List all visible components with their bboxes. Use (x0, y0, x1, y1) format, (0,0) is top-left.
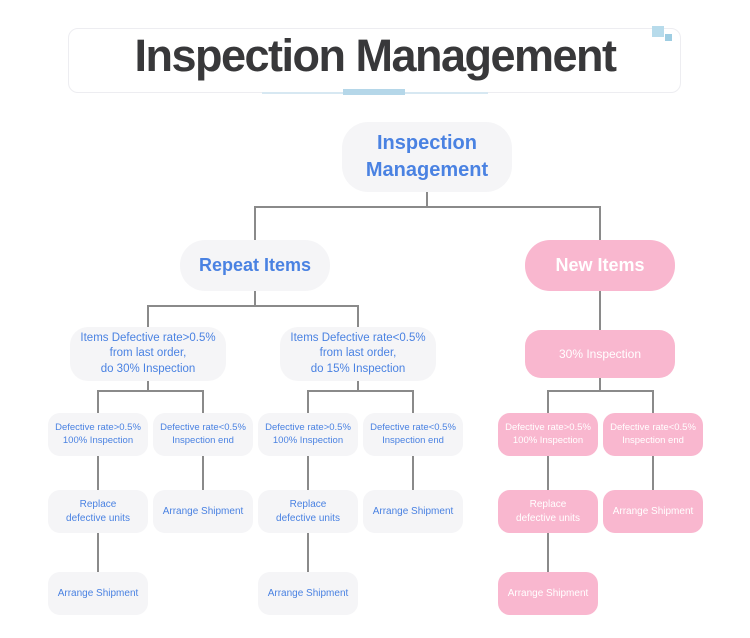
connector (426, 192, 428, 207)
connector (254, 206, 256, 240)
node-defect-high-100-inspection: Defective rate>0.5% 100% Inspection (258, 413, 358, 456)
connector (202, 456, 204, 490)
connector (357, 381, 359, 391)
decor-square-small-icon (665, 34, 672, 41)
node-arrange-shipment: Arrange Shipment (603, 490, 703, 533)
connector (147, 381, 149, 391)
connector (97, 456, 99, 490)
connector (307, 390, 414, 392)
decor-square-icon (652, 26, 664, 37)
node-defect-high-100-inspection: Defective rate>0.5% 100% Inspection (498, 413, 598, 456)
node-replace-defective-units: Replace defective units (498, 490, 598, 533)
connector (412, 390, 414, 413)
connector (547, 390, 654, 392)
connector (147, 305, 359, 307)
connector (599, 291, 601, 330)
connector (147, 305, 149, 327)
connector (547, 533, 549, 572)
node-replace-defective-units: Replace defective units (258, 490, 358, 533)
node-arrange-shipment: Arrange Shipment (363, 490, 463, 533)
connector (254, 291, 256, 307)
connector (599, 206, 601, 240)
connector (652, 390, 654, 413)
node-replace-defective-units: Replace defective units (48, 490, 148, 533)
node-arrange-shipment: Arrange Shipment (258, 572, 358, 615)
connector (254, 206, 601, 208)
node-root-inspection-management: Inspection Management (342, 122, 512, 192)
node-defect-low-inspection-end: Defective rate<0.5% Inspection end (363, 413, 463, 456)
connector (307, 533, 309, 572)
node-repeat-items: Repeat Items (180, 240, 330, 291)
node-defect-high-100-inspection: Defective rate>0.5% 100% Inspection (48, 413, 148, 456)
node-new-items: New Items (525, 240, 675, 291)
node-arrange-shipment: Arrange Shipment (153, 490, 253, 533)
node-arrange-shipment: Arrange Shipment (48, 572, 148, 615)
connector (599, 378, 601, 391)
node-defect-low-inspection-end: Defective rate<0.5% Inspection end (153, 413, 253, 456)
node-repeat-defective-low: Items Defective rate<0.5% from last orde… (280, 327, 436, 381)
connector (307, 456, 309, 490)
connector (357, 305, 359, 327)
connector (547, 390, 549, 413)
node-defect-low-inspection-end: Defective rate<0.5% Inspection end (603, 413, 703, 456)
connector (97, 533, 99, 572)
node-repeat-defective-high: Items Defective rate>0.5% from last orde… (70, 327, 226, 381)
connector (652, 456, 654, 490)
connector (412, 456, 414, 490)
connector (202, 390, 204, 413)
title-card (68, 28, 681, 93)
connector (307, 390, 309, 413)
page-title: Inspection Management (134, 30, 617, 81)
node-arrange-shipment: Arrange Shipment (498, 572, 598, 615)
connector (97, 390, 99, 413)
node-new-30-inspection: 30% Inspection (525, 330, 675, 378)
connector (97, 390, 204, 392)
title-underline-accent (343, 89, 405, 95)
connector (547, 456, 549, 490)
